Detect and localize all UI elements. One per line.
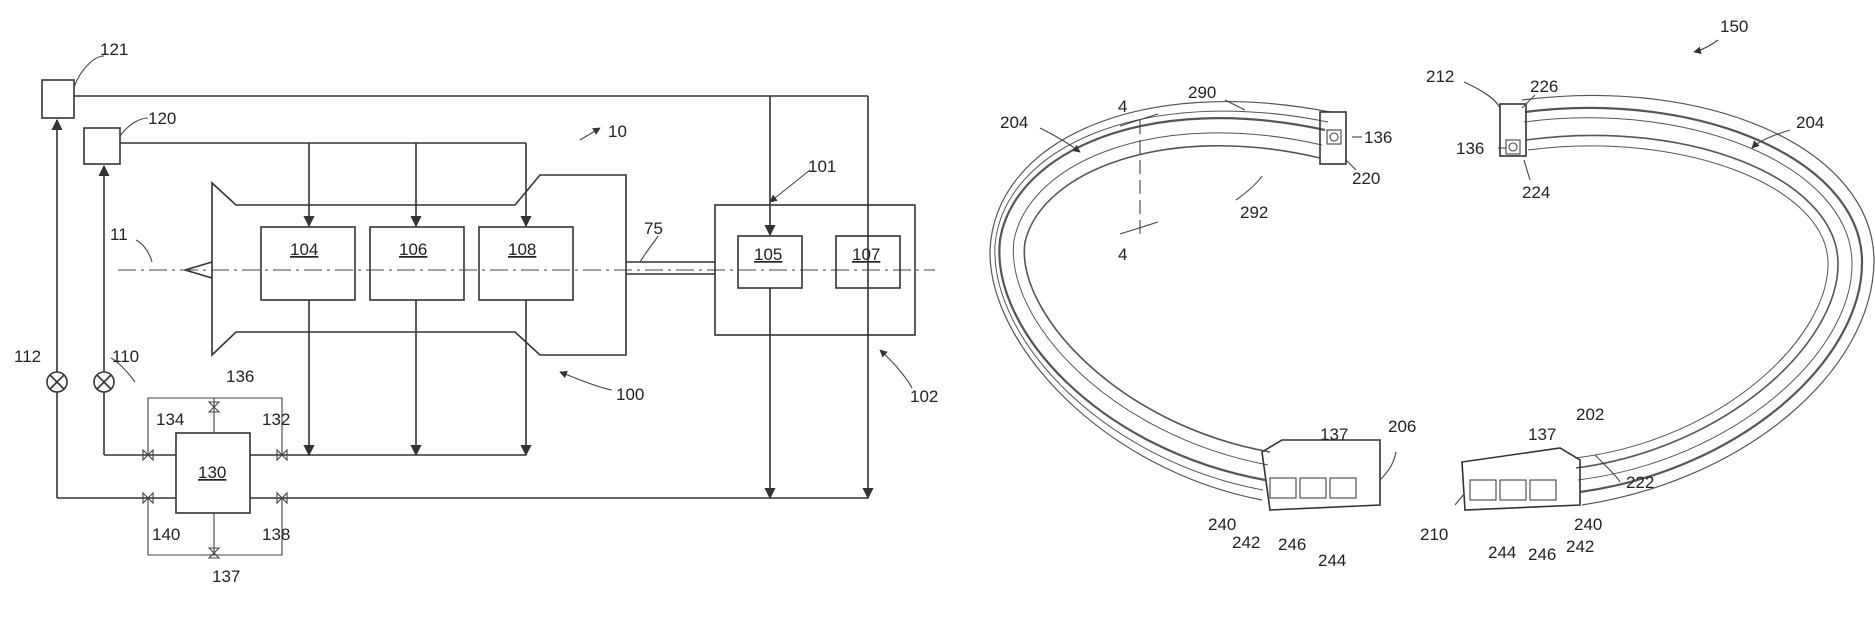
label-100: 100 — [616, 385, 644, 404]
label-206: 206 — [1388, 417, 1416, 436]
box-label-104: 104 — [290, 240, 318, 259]
label-112: 112 — [14, 347, 41, 366]
label-204-right: 204 — [1796, 113, 1824, 132]
component-104-box — [261, 227, 355, 300]
label-292: 292 — [1240, 203, 1268, 222]
slot-240-left — [1270, 478, 1296, 498]
seal-ring-figure: 150 204 290 4 136 220 292 4 212 226 136 … — [990, 17, 1874, 570]
leader-10 — [580, 128, 600, 140]
leader-224 — [1524, 160, 1530, 180]
controller-120-box — [84, 128, 120, 164]
ring-right-outer — [1525, 108, 1862, 492]
leader-fig — [1694, 40, 1718, 52]
label-130: 130 — [198, 463, 226, 482]
label-290: 290 — [1188, 83, 1216, 102]
label-244-right: 244 — [1488, 543, 1516, 562]
label-132: 132 — [262, 410, 290, 429]
label-110: 110 — [112, 347, 139, 366]
label-242-left: 242 — [1232, 533, 1260, 552]
ring-left-band-b — [1013, 133, 1322, 465]
leader-292 — [1236, 176, 1262, 200]
label-202: 202 — [1576, 405, 1604, 424]
label-212: 212 — [1426, 67, 1454, 86]
label-226: 226 — [1530, 77, 1558, 96]
leader-11 — [136, 240, 152, 262]
label-240-right: 240 — [1574, 515, 1602, 534]
label-240-left: 240 — [1208, 515, 1236, 534]
component-106-box — [370, 227, 464, 300]
label-246-right: 246 — [1528, 545, 1556, 564]
section-arrow-bottom — [1120, 222, 1158, 234]
label-136: 136 — [226, 367, 254, 386]
leader-206 — [1380, 452, 1396, 480]
label-140: 140 — [152, 525, 180, 544]
system-schematic: 121 120 10 101 11 75 112 110 136 134 132… — [14, 40, 938, 586]
label-136-right: 136 — [1456, 139, 1484, 158]
label-210: 210 — [1420, 525, 1448, 544]
pin-136-left — [1327, 130, 1341, 144]
label-224: 224 — [1522, 183, 1550, 202]
label-137-right: 137 — [1528, 425, 1556, 444]
leader-101 — [770, 170, 810, 202]
leader-222 — [1595, 455, 1620, 482]
label-220: 220 — [1352, 169, 1380, 188]
leader-210 — [1455, 494, 1464, 505]
label-244-left: 244 — [1318, 551, 1346, 570]
label-222: 222 — [1626, 473, 1654, 492]
connector-210 — [1462, 448, 1580, 510]
ring-left-inner — [1024, 146, 1320, 452]
label-11: 11 — [110, 225, 128, 244]
slot-240-right — [1530, 480, 1556, 500]
slot-246-left — [1300, 478, 1326, 498]
label-4-top: 4 — [1118, 97, 1127, 116]
label-204-left: 204 — [1000, 113, 1028, 132]
leader-102 — [880, 350, 912, 388]
label-120: 120 — [148, 109, 176, 128]
box-label-108: 108 — [508, 240, 536, 259]
pin-136-right-hole — [1509, 143, 1517, 151]
label-75: 75 — [644, 219, 663, 238]
component-108-box — [479, 227, 573, 300]
ring-end-220 — [1320, 112, 1346, 164]
pin-136-left-hole — [1330, 133, 1338, 141]
slot-244-left — [1330, 478, 1356, 498]
ring-left-outer-2 — [990, 102, 1330, 500]
leader-120 — [120, 118, 148, 136]
box-label-106: 106 — [399, 240, 427, 259]
label-134: 134 — [156, 410, 184, 429]
ring-right-band-b — [1528, 146, 1828, 458]
label-figure-150: 150 — [1720, 17, 1748, 36]
label-136-left: 136 — [1364, 128, 1392, 147]
label-242-right: 242 — [1566, 537, 1594, 556]
pin-136-right — [1506, 140, 1520, 154]
label-246-left: 246 — [1278, 535, 1306, 554]
ring-right-outer-2 — [1522, 95, 1874, 505]
label-137: 137 — [212, 567, 240, 586]
label-101: 101 — [808, 157, 836, 176]
leader-75 — [640, 236, 658, 262]
label-121: 121 — [100, 40, 128, 59]
controller-121-box — [42, 80, 74, 118]
slot-244-right — [1470, 480, 1496, 500]
leader-226 — [1522, 95, 1535, 108]
engine-casing — [212, 175, 626, 355]
ring-left-outer — [999, 118, 1325, 480]
ring-right-inner — [1526, 135, 1838, 468]
label-138: 138 — [262, 525, 290, 544]
connector-206 — [1262, 440, 1380, 510]
slot-246-right — [1500, 480, 1526, 500]
label-10: 10 — [608, 122, 627, 141]
box-label-105: 105 — [754, 245, 782, 264]
leader-121 — [74, 56, 104, 87]
leader-100 — [560, 372, 612, 390]
leader-212 — [1464, 82, 1500, 108]
label-102: 102 — [910, 387, 938, 406]
label-137-left: 137 — [1320, 425, 1348, 444]
label-4-bottom: 4 — [1118, 245, 1127, 264]
box-label-107: 107 — [852, 245, 880, 264]
